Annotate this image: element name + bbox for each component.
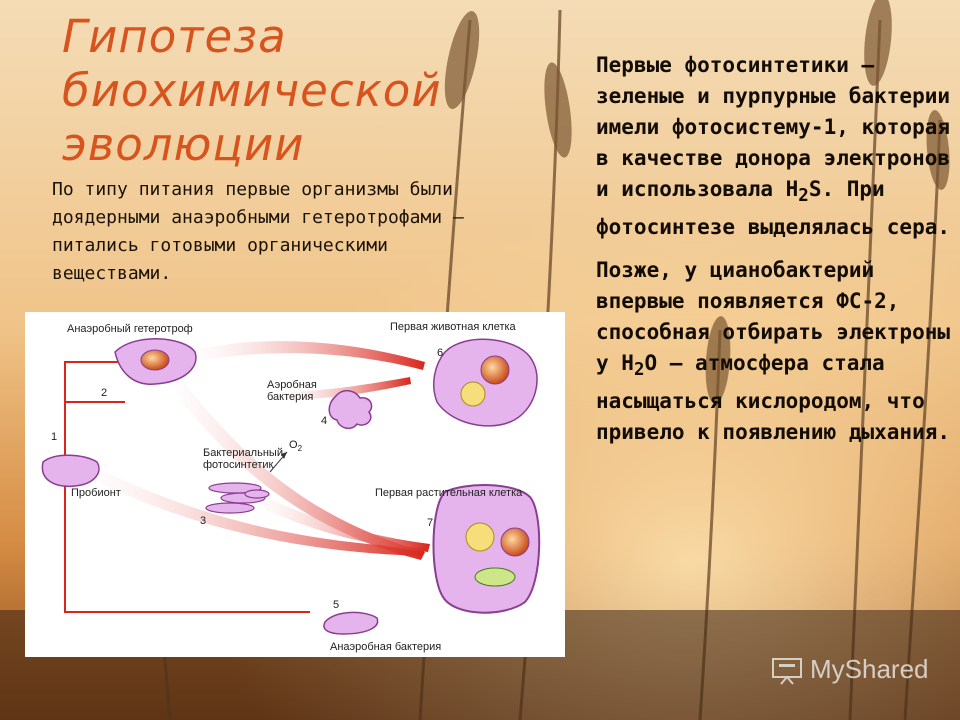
title-line-3: эволюции <box>62 118 305 171</box>
photosystem-2-paragraph: Позже, у цианобактерий впервые появляетс… <box>596 255 951 448</box>
label-aerobic-line1: Аэробная <box>267 379 317 391</box>
label-o2: O2 <box>289 439 303 453</box>
title-line-2: биохимической <box>62 64 442 117</box>
label-first-plant-cell: Первая растительная клетка <box>375 487 523 499</box>
presentation-icon <box>772 657 802 685</box>
anaerobic-bacterium-cell <box>323 611 379 635</box>
para1-subscript: 2 <box>798 186 809 207</box>
title-line-1: Гипотеза <box>62 10 287 63</box>
label-first-animal-cell: Первая животная клетка <box>390 321 517 333</box>
step-number-7: 7 <box>427 517 433 529</box>
step-number-3: 3 <box>200 515 206 527</box>
aerobic-bacterium-cell <box>328 390 373 430</box>
para1-text: Первые фотосинтетики – зеленые и пурпурн… <box>596 53 951 201</box>
label-bacterial-line2: фотосинтетик <box>203 459 274 471</box>
probiont-cell <box>41 454 100 488</box>
myshared-logo: MyShared <box>770 654 929 685</box>
slide-title: Гипотеза биохимической эволюции <box>62 10 482 172</box>
label-aerobic-line2: бактерия <box>267 391 313 403</box>
para2-subscript: 2 <box>633 360 645 381</box>
step-number-5: 5 <box>333 599 339 611</box>
arrow-to-animal-cell <box>185 341 425 370</box>
para2-text: Позже, у цианобактерий впервые появляетс… <box>596 258 951 376</box>
logo-text: MyShared <box>810 654 929 684</box>
label-anaerobic-heterotroph: Анаэробный гетеротроф <box>67 323 193 335</box>
label-probiont: Пробионт <box>71 487 121 499</box>
label-bacterial-line1: Бактериальный <box>203 447 283 459</box>
photosystem-1-paragraph: Первые фотосинтетики – зеленые и пурпурн… <box>596 50 951 243</box>
step-number-4: 4 <box>321 415 327 427</box>
step-number-2: 2 <box>101 387 107 399</box>
photosynthetic-bacteria <box>205 482 270 514</box>
step-number-1: 1 <box>51 431 57 443</box>
label-anaerobic-bacterium: Анаэробная бактерия <box>330 641 441 653</box>
para2-text-end: O – атмосфера стала насыщаться кислородо… <box>596 351 951 445</box>
endosymbiosis-diagram: Анаэробный гетеротроф Первая животная кл… <box>25 312 565 657</box>
para1-text-end: S. При фотосинтезе выделялась сера. <box>596 177 951 240</box>
right-text-column: Первые фотосинтетики – зеленые и пурпурн… <box>596 50 951 460</box>
step-number-6: 6 <box>437 347 443 359</box>
animal-cell <box>433 338 538 427</box>
intro-paragraph: По типу питания первые организмы были до… <box>52 179 464 284</box>
